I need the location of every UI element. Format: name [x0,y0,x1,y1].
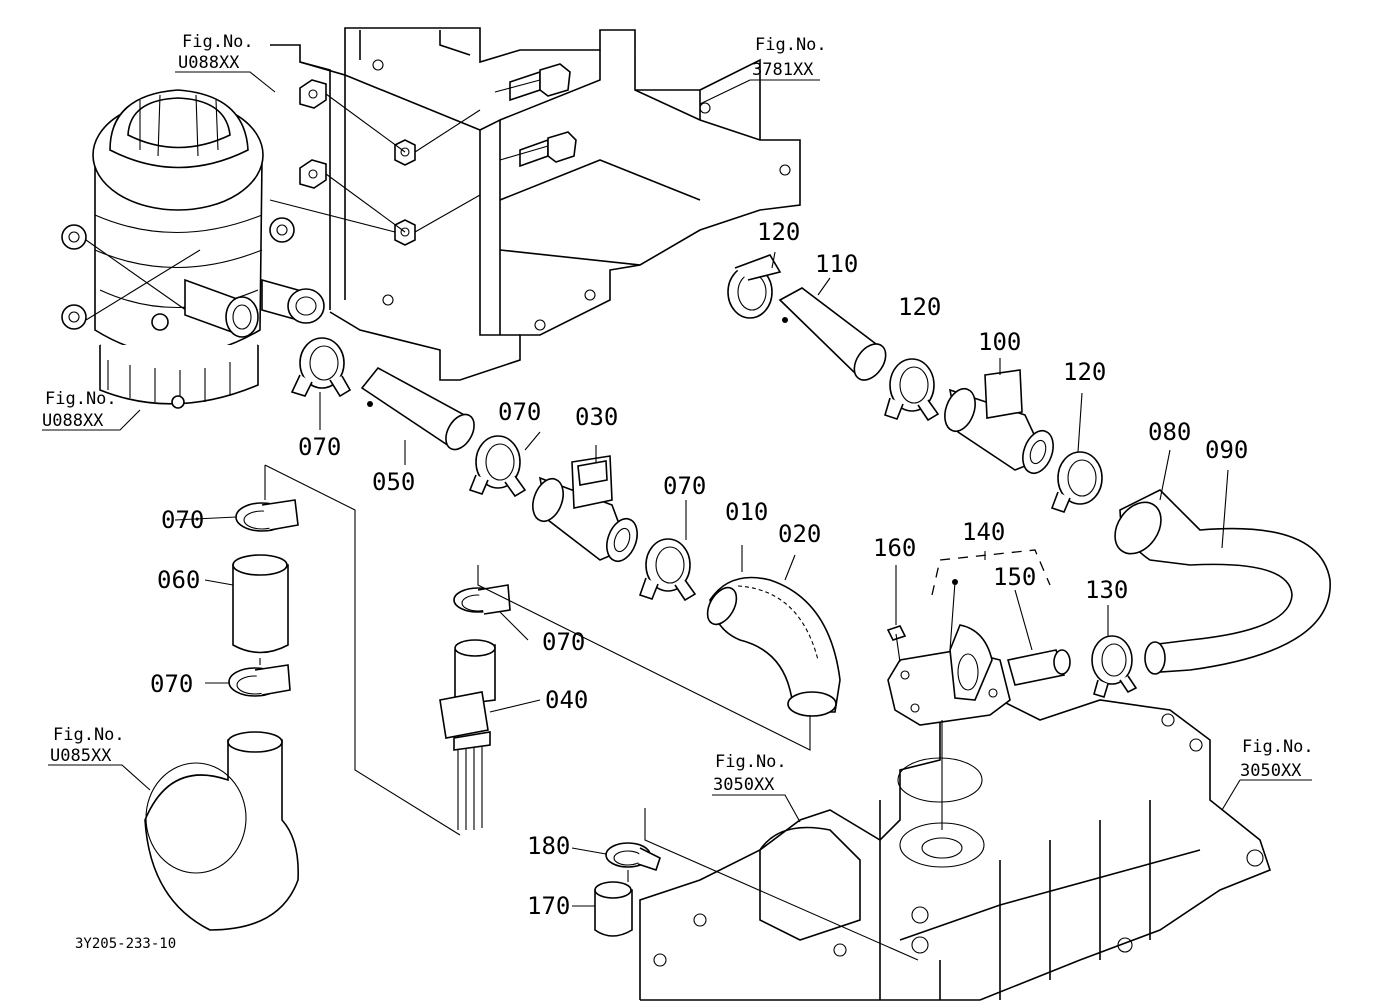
tube-110-drawing [778,287,887,381]
sensor-030-drawing [532,455,638,563]
fig-ref-3050-right-label: Fig.No. [1242,737,1314,757]
part-label-070-d: 070 [161,506,204,534]
fig-ref-u088-top-label: Fig.No. [182,32,254,52]
clamp-070-d-drawing [235,499,299,532]
part-label-160: 160 [873,534,916,562]
intake-elbow-drawing [144,731,299,931]
bolt-drawing [494,63,577,168]
part-label-060: 060 [157,566,200,594]
thermostat-housing-drawing [887,624,1011,868]
part-label-140: 140 [962,518,1005,546]
clamp-070-e-drawing [228,664,291,697]
fig-ref-u085-code: U085XX [50,746,112,766]
clamp-120-b-drawing [884,358,940,422]
pipe-150-drawing [1006,649,1071,686]
elbow-hose-drawing [706,576,841,717]
part-label-070-f: 070 [542,628,585,656]
part-label-070-c: 070 [663,472,706,500]
part-label-010: 010 [725,498,768,526]
sensor-100-drawing [944,369,1054,475]
nut-drawing [299,79,416,246]
part-label-020: 020 [778,520,821,548]
tube-050-drawing [360,366,475,451]
part-label-050: 050 [372,468,415,496]
clamp-180-drawing [605,842,661,872]
part-label-110: 110 [815,250,858,278]
part-label-030: 030 [575,403,618,431]
clamp-070-b-drawing [468,435,527,498]
part-label-070-b: 070 [498,398,541,426]
plug-170-drawing [594,881,633,937]
engine-bracket-drawing [269,27,801,381]
drawing-code: 3Y205-233-10 [75,936,176,952]
part-label-100: 100 [978,328,1021,356]
clamp-130-drawing [1091,635,1138,698]
fig-ref-u088-left-code: U088XX [42,411,104,431]
part-label-120-b: 120 [898,293,941,321]
part-label-170: 170 [527,892,570,920]
fig-ref-3050-right-code: 3050XX [1240,761,1302,781]
air-cleaner-drawing [61,89,325,409]
fig-ref-3781-label: Fig.No. [755,35,827,55]
sensor-040-drawing [439,639,496,830]
part-label-130: 130 [1085,576,1128,604]
part-label-070-a: 070 [298,433,341,461]
part-label-040: 040 [545,686,588,714]
clamp-120-a-drawing [727,254,782,319]
fig-ref-u088-left-label: Fig.No. [45,389,117,409]
tube-060-drawing [232,554,289,654]
fig-ref-3781-code: 3781XX [752,60,814,80]
clamp-120-c-drawing [1050,451,1103,513]
part-label-120-a: 120 [757,218,800,246]
part-label-180: 180 [527,832,570,860]
part-label-080: 080 [1148,418,1191,446]
clamp-070-c-drawing [638,538,697,602]
fig-ref-u088-top-code: U088XX [178,53,240,73]
part-label-150: 150 [993,563,1036,591]
u-hose-drawing [1114,489,1331,675]
fig-ref-3050-mid-code: 3050XX [713,775,775,795]
part-label-090: 090 [1205,436,1248,464]
fig-ref-3050-mid-label: Fig.No. [715,752,787,772]
engine-cover-drawing [639,699,1271,1001]
screw-160-drawing [886,625,907,663]
fig-ref-u085-label: Fig.No. [53,725,125,745]
clamp-070-f-drawing [453,584,511,615]
part-label-120-c: 120 [1063,358,1106,386]
part-label-070-e: 070 [150,670,193,698]
clamp-070-a-drawing [290,337,352,398]
